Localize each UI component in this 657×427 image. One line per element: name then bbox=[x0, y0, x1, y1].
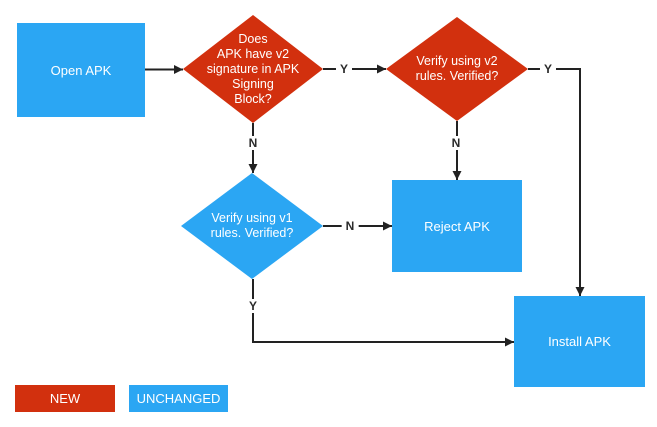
decision-verify-v2-shape bbox=[386, 17, 528, 121]
legend-unchanged-swatch: UNCHANGED bbox=[129, 385, 228, 412]
node-reject-apk: Reject APK bbox=[392, 180, 522, 272]
edge-label-no-verifyv1-to-reject: N bbox=[341, 219, 359, 233]
decision-verify-v1-shape bbox=[181, 173, 323, 279]
legend-new-swatch: NEW bbox=[15, 385, 115, 412]
node-install-apk: Install APK bbox=[514, 296, 645, 387]
edge-label-no-v2check-to-verifyv1: N bbox=[244, 136, 262, 150]
edge-label-yes-v2check-to-verifyv2: Y bbox=[335, 62, 353, 76]
edge-label-yes-verifyv2-to-install: Y bbox=[539, 62, 557, 76]
edge-label-yes-verifyv1-to-install: Y bbox=[244, 299, 262, 313]
legend-new-label: NEW bbox=[49, 391, 81, 406]
node-install-apk-label: Install APK bbox=[548, 334, 611, 349]
node-open-apk-label: Open APK bbox=[50, 62, 112, 78]
node-reject-apk-label: Reject APK bbox=[424, 218, 490, 234]
edge-label-no-verifyv2-to-reject: N bbox=[447, 136, 465, 150]
legend-unchanged-label: UNCHANGED bbox=[136, 391, 221, 406]
edge-verifyv2-to-install bbox=[528, 68, 585, 296]
node-open-apk: Open APK bbox=[17, 23, 145, 117]
edge-verifyv1-to-install bbox=[252, 279, 514, 347]
decision-v2-signature-check-shape bbox=[183, 15, 323, 123]
